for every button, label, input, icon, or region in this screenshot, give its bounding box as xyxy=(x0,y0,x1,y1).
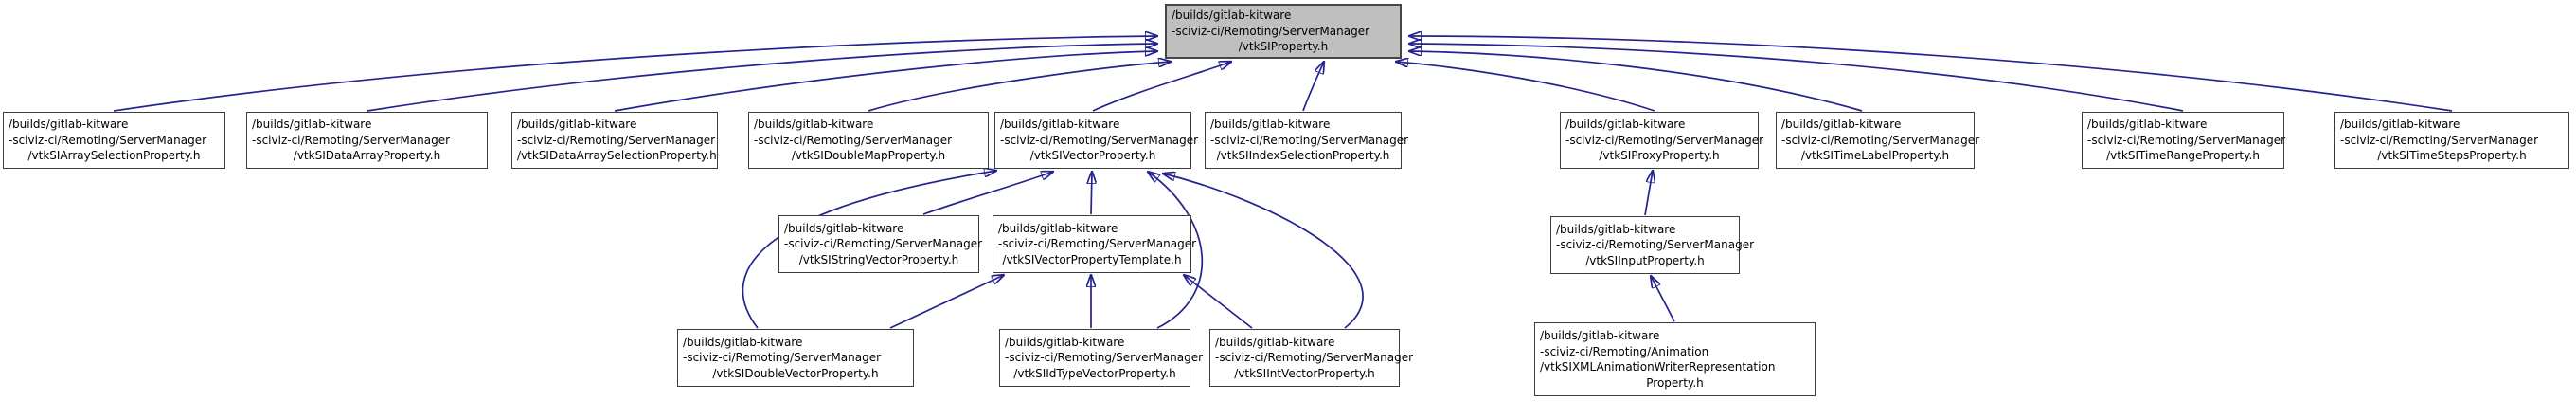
edge-idtypevector-to-vector xyxy=(1148,172,1203,329)
edge-proxy-to-siproperty xyxy=(1396,62,1655,112)
edge-intvector-to-vector xyxy=(1163,174,1364,329)
edge-doublemap-to-siproperty xyxy=(868,62,1171,112)
node-vtksixmlanimationwriterrepresentationproperty[interactable]: /builds/gitlab-kitware -sciviz-ci/Remoti… xyxy=(1534,322,1816,396)
edge-doublevector-to-vector xyxy=(742,171,996,329)
node-vtksidoublevectorproperty[interactable]: /builds/gitlab-kitware -sciviz-ci/Remoti… xyxy=(677,329,914,387)
node-vtksitimestepsproperty[interactable]: /builds/gitlab-kitware -sciviz-ci/Remoti… xyxy=(2334,112,2569,169)
edge-vector-to-siproperty xyxy=(1092,62,1231,112)
edge-dataarrayselection-to-siproperty xyxy=(614,51,1157,112)
node-vtksidataarrayselectionproperty[interactable]: /builds/gitlab-kitware -sciviz-ci/Remoti… xyxy=(511,112,718,169)
edge-timelabel-to-siproperty xyxy=(1409,51,1863,112)
edge-vectortemplate-to-vector xyxy=(1091,172,1092,215)
edge-doublevector-to-vectortemplate xyxy=(889,275,1004,329)
edge-xmlanimation-to-input xyxy=(1651,276,1675,322)
edge-intvector-to-vectortemplate xyxy=(1184,275,1253,329)
edge-timerange-to-siproperty xyxy=(1409,44,2184,112)
node-vtksitimelabelproperty[interactable]: /builds/gitlab-kitware -sciviz-ci/Remoti… xyxy=(1776,112,1979,169)
node-vtksiproperty[interactable]: /builds/gitlab-kitware -sciviz-ci/Remoti… xyxy=(1165,4,1402,59)
edge-input-to-proxy xyxy=(1644,171,1653,216)
edge-indexselection-to-siproperty xyxy=(1302,62,1324,112)
edge-stringvector-to-vector xyxy=(922,172,1053,215)
node-vtksidataarrayproperty[interactable]: /builds/gitlab-kitware -sciviz-ci/Remoti… xyxy=(246,112,488,169)
node-vtksivectorpropertytemplate[interactable]: /builds/gitlab-kitware -sciviz-ci/Remoti… xyxy=(993,215,1196,273)
node-vtksiintvectorproperty[interactable]: /builds/gitlab-kitware -sciviz-ci/Remoti… xyxy=(1209,329,1413,387)
edge-arrayselection-to-siproperty xyxy=(113,36,1157,112)
node-vtksiinputproperty[interactable]: /builds/gitlab-kitware -sciviz-ci/Remoti… xyxy=(1550,216,1754,274)
node-vtksiproxyproperty[interactable]: /builds/gitlab-kitware -sciviz-ci/Remoti… xyxy=(1560,112,1763,169)
edge-dataarray-to-siproperty xyxy=(367,44,1157,112)
node-vtksiidtypevectorproperty[interactable]: /builds/gitlab-kitware -sciviz-ci/Remoti… xyxy=(999,329,1203,387)
node-vtksitimerangeproperty[interactable]: /builds/gitlab-kitware -sciviz-ci/Remoti… xyxy=(2082,112,2285,169)
node-vtksivectorproperty[interactable]: /builds/gitlab-kitware -sciviz-ci/Remoti… xyxy=(994,112,1198,169)
node-vtksiindexselectionproperty[interactable]: /builds/gitlab-kitware -sciviz-ci/Remoti… xyxy=(1205,112,1408,169)
edge-timesteps-to-siproperty xyxy=(1409,36,2453,112)
node-vtksidoublemapproperty[interactable]: /builds/gitlab-kitware -sciviz-ci/Remoti… xyxy=(748,112,989,169)
node-vtksiarrayselectionproperty[interactable]: /builds/gitlab-kitware -sciviz-ci/Remoti… xyxy=(3,112,225,169)
node-vtksistringvectorproperty[interactable]: /builds/gitlab-kitware -sciviz-ci/Remoti… xyxy=(778,215,982,273)
